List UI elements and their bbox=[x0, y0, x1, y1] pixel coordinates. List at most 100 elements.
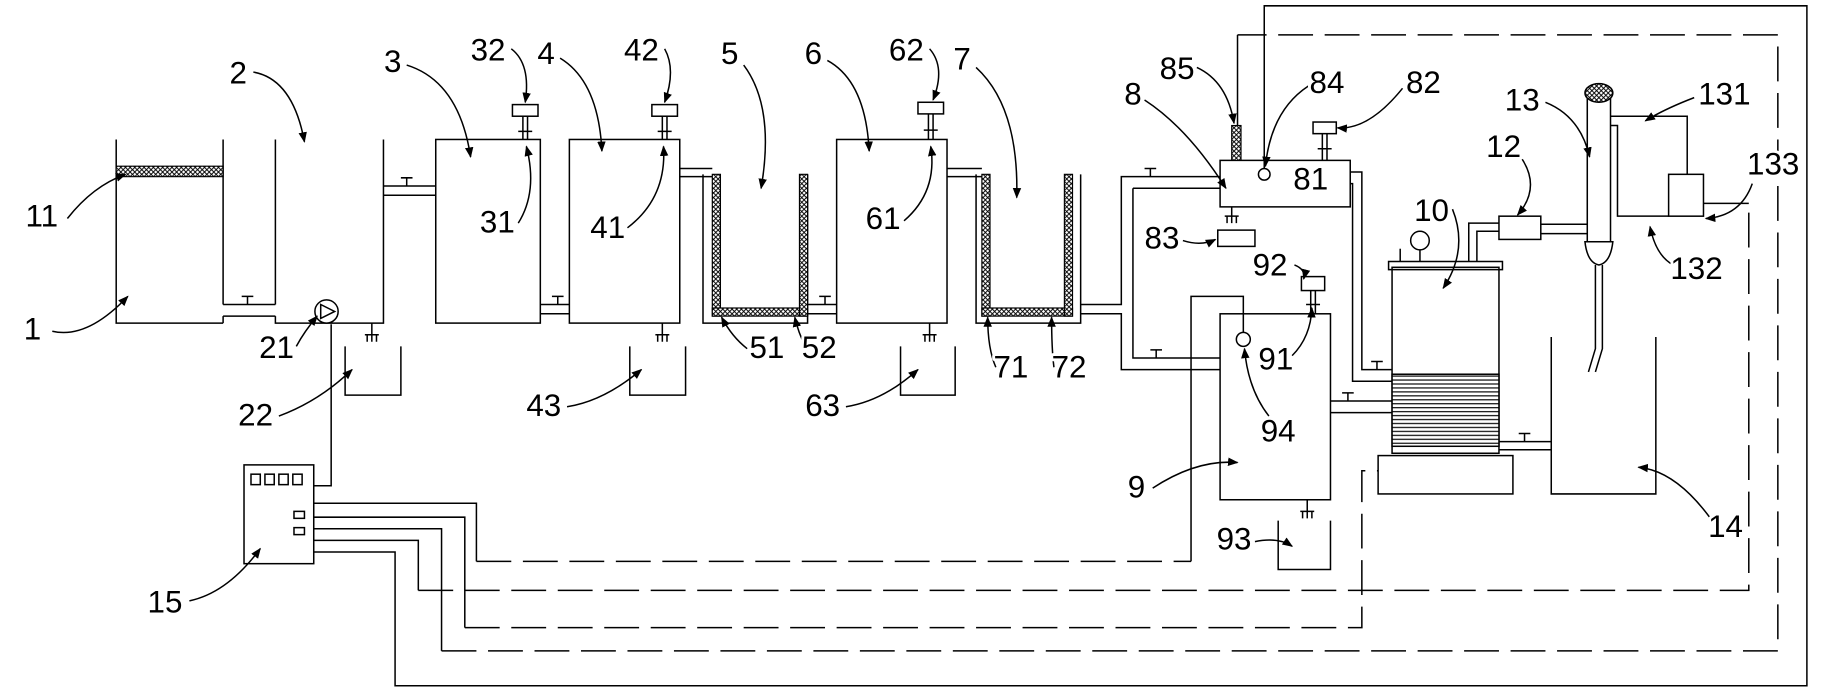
wire-to-sensor-84 bbox=[313, 5, 1808, 687]
liner-71 bbox=[981, 173, 991, 317]
dosing-unit-82 bbox=[1312, 121, 1338, 135]
callout-1: 1 bbox=[24, 311, 41, 346]
callout-43: 43 bbox=[526, 388, 561, 423]
dosing-unit-32 bbox=[511, 103, 539, 117]
callout-12: 12 bbox=[1486, 129, 1521, 164]
drain-valve bbox=[364, 323, 379, 342]
callout-32: 32 bbox=[471, 32, 506, 67]
callout-132: 132 bbox=[1670, 251, 1722, 286]
callout-22: 22 bbox=[238, 397, 273, 432]
tank-6 bbox=[835, 101, 956, 396]
leader-132 bbox=[1647, 225, 1674, 266]
pipe-1-to-2 bbox=[223, 295, 276, 317]
valve bbox=[1371, 360, 1383, 370]
liner-72 bbox=[981, 307, 1074, 317]
heater-base bbox=[1377, 454, 1514, 495]
discharge-line bbox=[1587, 264, 1604, 373]
callout-84: 84 bbox=[1310, 65, 1345, 100]
leader-41 bbox=[627, 145, 669, 229]
tank-3 bbox=[434, 103, 542, 324]
leader-42 bbox=[663, 48, 672, 104]
column-dome bbox=[1584, 82, 1614, 104]
callout-61: 61 bbox=[866, 201, 901, 236]
callout-15: 15 bbox=[148, 584, 183, 619]
collection-container-63 bbox=[899, 346, 956, 396]
dosing-pipe-31 bbox=[518, 116, 533, 140]
callout-5: 5 bbox=[721, 36, 738, 71]
pipe-8-to-10 bbox=[1350, 171, 1393, 382]
callout-13: 13 bbox=[1505, 82, 1540, 117]
pump bbox=[314, 299, 339, 324]
unit-8 bbox=[1217, 121, 1351, 248]
pipe-5-to-6 bbox=[807, 295, 837, 315]
valve bbox=[241, 295, 254, 305]
leader-62 bbox=[929, 48, 941, 101]
callout-8: 8 bbox=[1124, 77, 1141, 112]
callout-41: 41 bbox=[590, 210, 625, 245]
callouts: 1 2 3 32 4 42 5 6 62 7 85 84 82 8 13 131 bbox=[21, 30, 1802, 623]
wire-to-receiver-133 bbox=[313, 539, 420, 591]
tank-5 bbox=[702, 173, 809, 324]
leader-51 bbox=[720, 316, 748, 350]
callout-72: 72 bbox=[1052, 350, 1087, 385]
leader-91 bbox=[1291, 306, 1316, 357]
callout-71: 71 bbox=[993, 350, 1028, 385]
sensor-84 bbox=[1257, 167, 1271, 181]
indicator bbox=[264, 473, 275, 486]
pipe-9-to-10 bbox=[1330, 392, 1393, 414]
wire-to-receiver-133-dashed bbox=[418, 203, 1750, 592]
tank-14 bbox=[1498, 337, 1657, 495]
callout-82: 82 bbox=[1406, 65, 1441, 100]
callout-93: 93 bbox=[1217, 522, 1252, 557]
callout-7: 7 bbox=[953, 42, 970, 77]
leader-131 bbox=[1644, 96, 1695, 122]
valve bbox=[1144, 167, 1157, 177]
switch bbox=[293, 510, 306, 520]
tank-4 bbox=[568, 103, 687, 396]
leader-8 bbox=[1144, 99, 1227, 190]
callout-83: 83 bbox=[1145, 221, 1180, 256]
callout-21: 21 bbox=[259, 330, 294, 365]
callout-62: 62 bbox=[889, 32, 924, 67]
callout-81: 81 bbox=[1293, 161, 1328, 196]
condenser-131 bbox=[1610, 115, 1705, 217]
leader-3 bbox=[406, 64, 474, 158]
valve bbox=[1150, 349, 1162, 358]
callout-31: 31 bbox=[480, 204, 515, 239]
callout-2: 2 bbox=[229, 56, 246, 91]
leader-133 bbox=[1704, 183, 1753, 223]
leader-9 bbox=[1152, 457, 1239, 489]
valve bbox=[1518, 432, 1531, 442]
reactor-10 bbox=[1377, 230, 1514, 495]
leader-5 bbox=[743, 64, 767, 190]
sensor-94 bbox=[1235, 331, 1252, 348]
liner-right bbox=[1063, 173, 1074, 317]
leader-10 bbox=[1442, 208, 1460, 290]
leader-82 bbox=[1336, 87, 1404, 133]
callout-91: 91 bbox=[1258, 342, 1293, 377]
leader-72 bbox=[1047, 316, 1056, 368]
pressure-gauge bbox=[1409, 230, 1431, 251]
leader-12 bbox=[1516, 158, 1532, 216]
pipe-3-to-4 bbox=[540, 295, 570, 315]
pipe-10-to-12 bbox=[1467, 222, 1499, 262]
wire-to-sensor-94-end bbox=[1190, 295, 1245, 562]
wire-to-pump bbox=[313, 324, 332, 487]
leader-84 bbox=[1262, 85, 1309, 168]
valve bbox=[819, 295, 831, 305]
collection-container-93 bbox=[1277, 520, 1332, 571]
leader-93 bbox=[1254, 537, 1294, 547]
control-wiring bbox=[313, 5, 1808, 687]
unit-12 bbox=[1498, 215, 1588, 241]
leader-2 bbox=[253, 71, 307, 143]
switch bbox=[293, 526, 306, 536]
callout-6: 6 bbox=[805, 36, 822, 71]
drain-valve bbox=[655, 323, 670, 342]
wire-to-sensor-85-dashed bbox=[441, 34, 1779, 652]
valve bbox=[1342, 392, 1354, 401]
filter-screen bbox=[115, 165, 224, 178]
callout-3: 3 bbox=[384, 44, 401, 79]
liner-52 bbox=[711, 307, 809, 317]
leader-7 bbox=[975, 66, 1022, 199]
